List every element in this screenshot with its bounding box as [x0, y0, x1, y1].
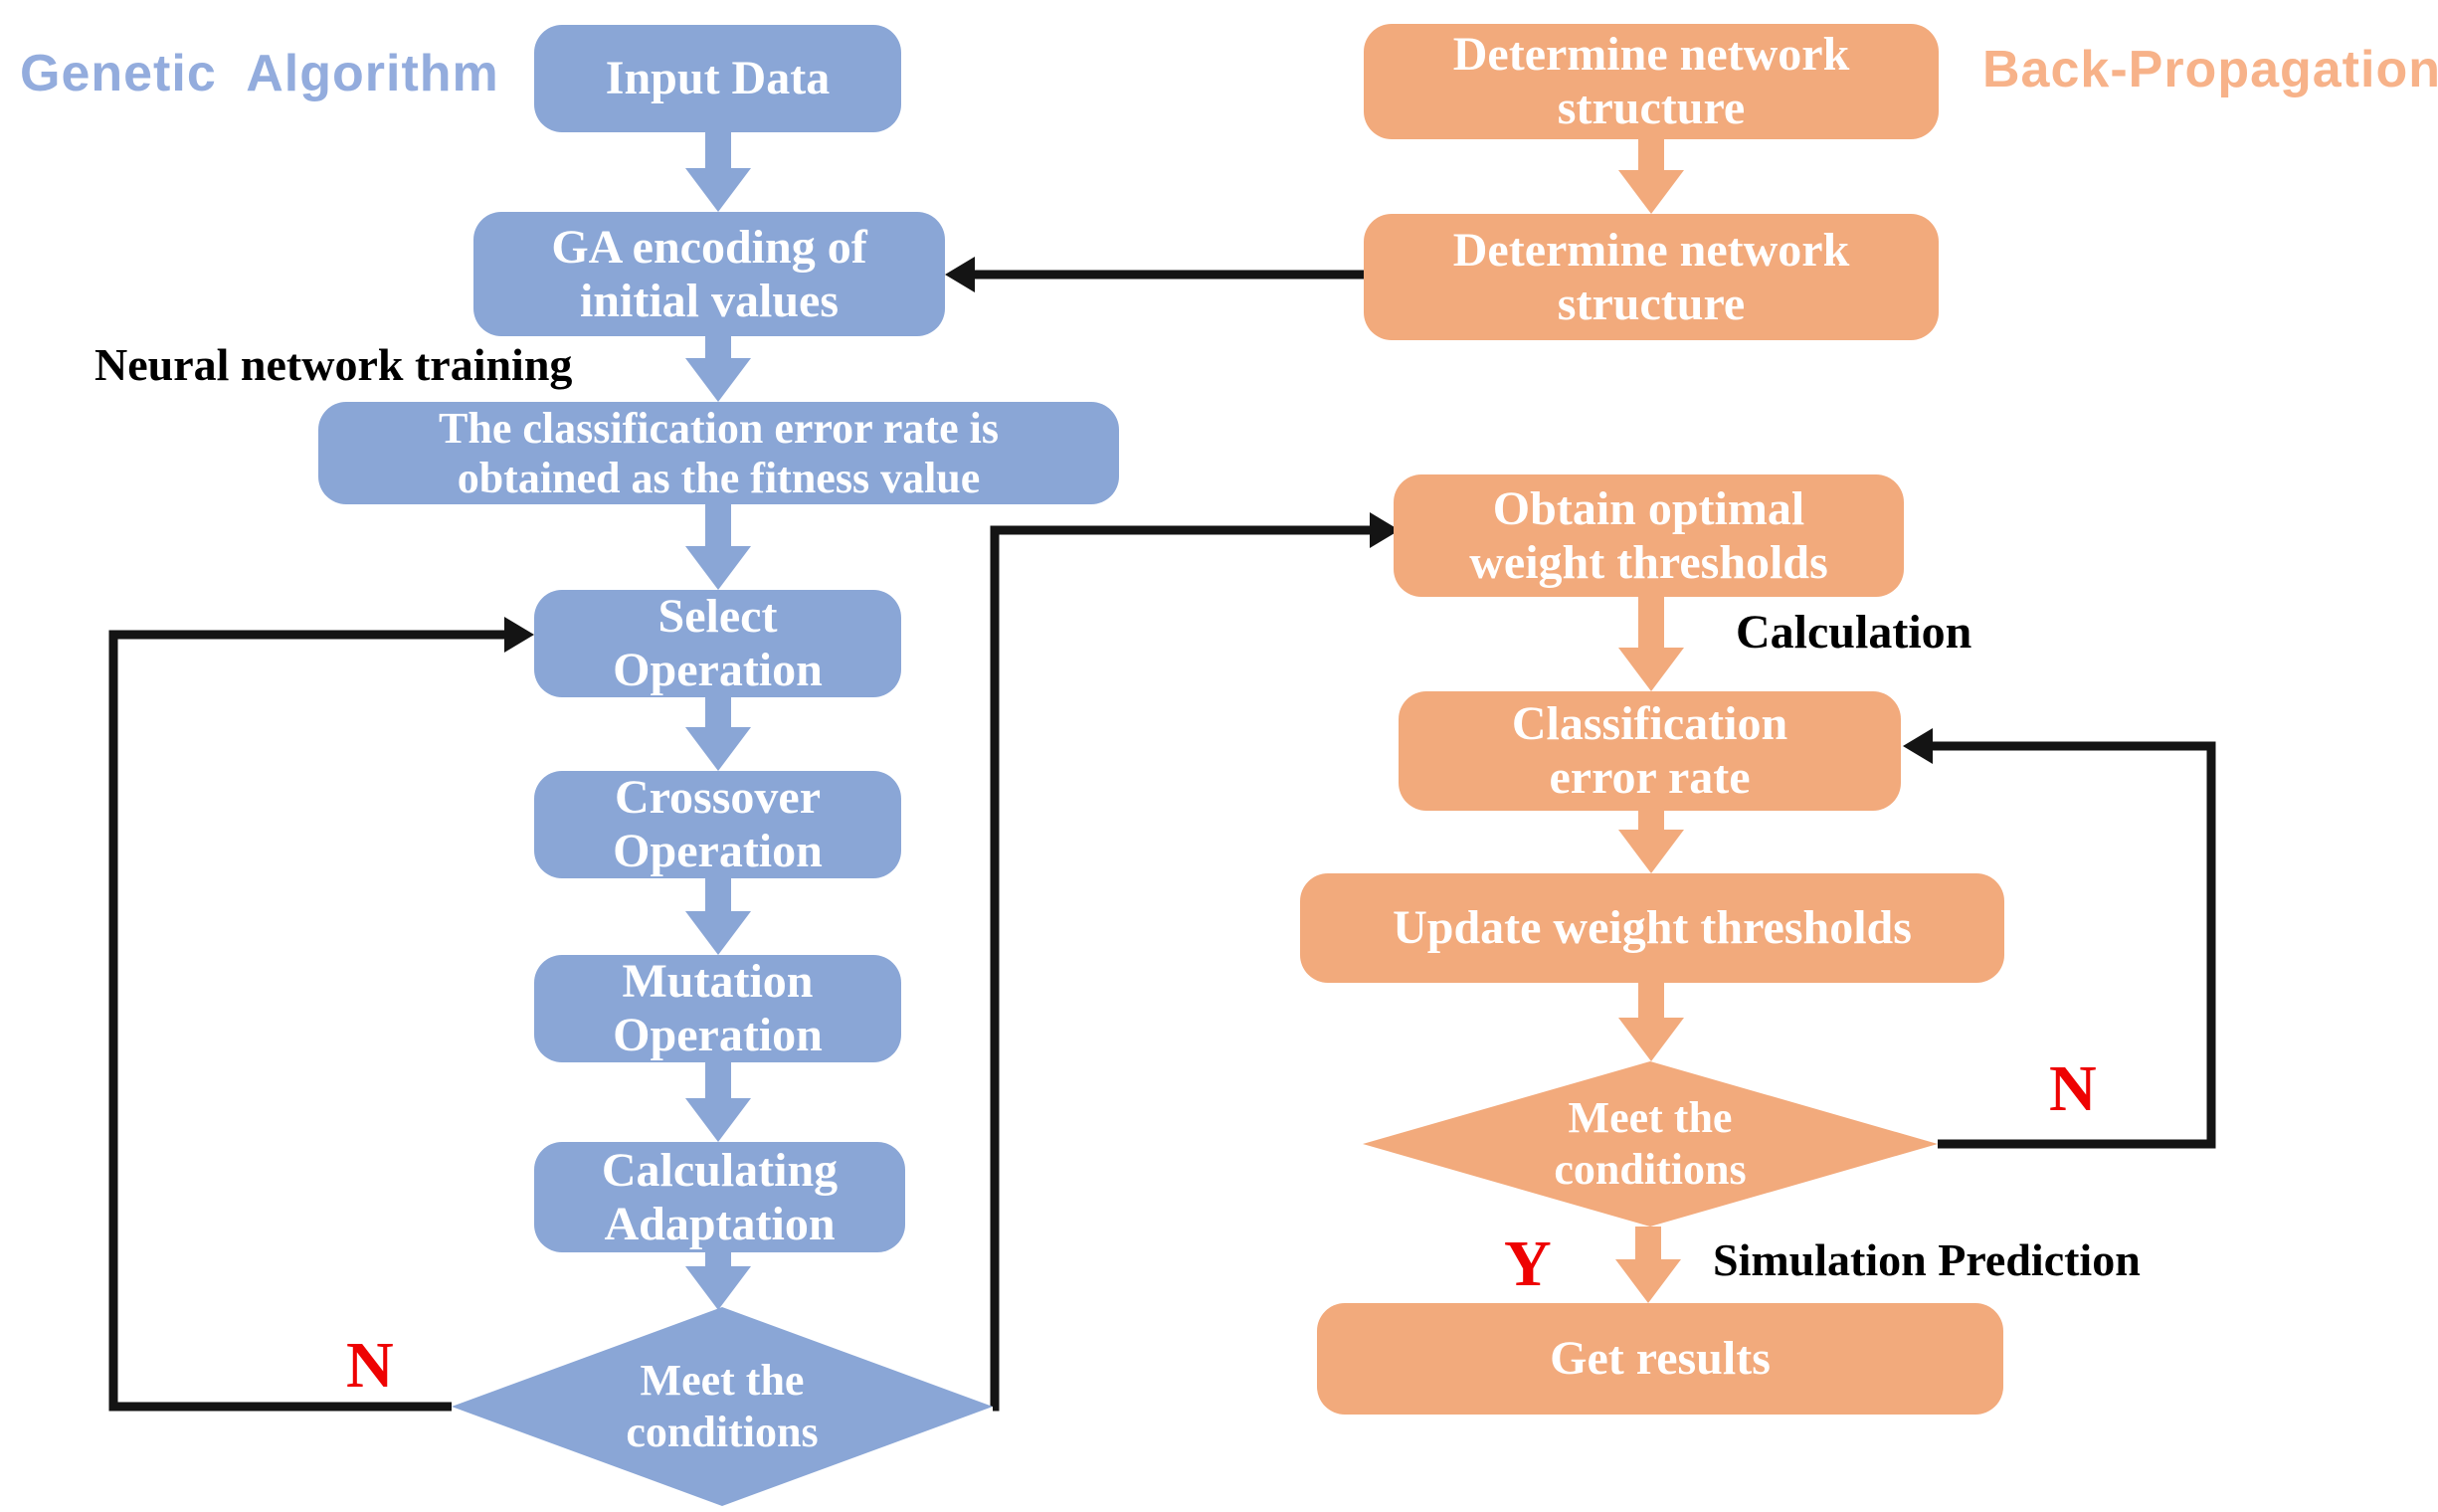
arrow-head [685, 911, 751, 955]
node-determine1-line1: Determine network [1452, 28, 1850, 82]
node-mutation-line2: Operation [613, 1009, 823, 1061]
arrow-shaft [705, 1062, 731, 1098]
node-get-results-label: Get results [1550, 1332, 1771, 1386]
arrow-head [1618, 1018, 1684, 1061]
decision-bp-line1: Meet the [1568, 1093, 1733, 1143]
decision-ga-line1: Meet the [640, 1356, 805, 1406]
node-select-line2: Operation [613, 644, 823, 696]
arrow-shaft [705, 504, 731, 546]
connector-ga-no-loop [108, 630, 506, 1412]
node-calculating-adaptation: Calculating Adaptation [534, 1142, 905, 1252]
arrow-shaft [705, 132, 731, 168]
arrow-head [685, 358, 751, 402]
arrow-shaft [705, 878, 731, 911]
arrow-update-to-decision [1618, 983, 1684, 1061]
node-input-data-label: Input Data [605, 52, 831, 105]
arrow-head [1615, 1259, 1681, 1303]
arrow-shaft [1638, 597, 1664, 648]
arrowhead-ga-to-obtain [1370, 512, 1400, 548]
arrow-head [1618, 830, 1684, 873]
node-ga-encoding-line1: GA encoding of [551, 220, 867, 274]
arrow-obtain-to-classification [1618, 597, 1684, 691]
arrow-shaft [705, 1252, 731, 1266]
node-select-line1: Select [657, 590, 778, 644]
arrow-input-to-encoding [685, 132, 751, 212]
arrowhead-structure-to-encoding [945, 257, 975, 292]
node-adaptation-line1: Calculating [601, 1143, 839, 1197]
ga-column-title: Genetic Algorithm [20, 45, 499, 102]
node-obtain-optimal-weights: Obtain optimal weight thresholds [1394, 474, 1904, 597]
node-fitness-value: The classification error rate is obtaine… [318, 402, 1119, 504]
arrow-head [1618, 170, 1684, 214]
label-calculation: Calculation [1736, 606, 1972, 659]
node-fitness-line2: obtained as the fitness value [457, 453, 981, 502]
node-classerr-line1: Classification [1511, 697, 1788, 751]
arrow-head [685, 546, 751, 590]
node-determine1-line2: structure [1557, 82, 1746, 134]
decision-ga-line2: conditions [626, 1408, 819, 1456]
arrow-head [685, 168, 751, 212]
arrow-classification-to-update [1618, 811, 1684, 873]
node-get-results: Get results [1317, 1303, 2003, 1415]
label-simulation-prediction: Simulation Prediction [1713, 1234, 2141, 1285]
arrow-head [685, 1266, 751, 1310]
node-adaptation-line2: Adaptation [604, 1197, 836, 1250]
node-classerr-line2: error rate [1549, 751, 1751, 804]
arrow-decision-to-results [1615, 1227, 1681, 1303]
arrow-crossover-to-mutation [685, 878, 751, 955]
bp-decision-n-label: N [2049, 1052, 2097, 1125]
arrow-shaft [705, 336, 731, 358]
arrow-head [685, 727, 751, 771]
bp-column-title: Back-Propagation [1982, 41, 2438, 98]
node-mutation-line1: Mutation [622, 955, 814, 1009]
node-determine-structure-2: Determine network structure [1364, 214, 1939, 340]
arrow-mutation-to-adaptation [685, 1062, 751, 1142]
node-crossover-line2: Operation [613, 825, 823, 877]
node-classification-error-rate: Classification error rate [1399, 691, 1901, 811]
node-crossover-line1: Crossover [614, 771, 822, 825]
node-determine2-line2: structure [1557, 277, 1746, 330]
arrow-encoding-to-fitness [685, 336, 751, 402]
connector-ga-to-obtain [990, 525, 1372, 1412]
node-ga-encoding-line2: initial values [579, 274, 840, 327]
arrow-shaft [1635, 1227, 1661, 1259]
decision-bp-line2: conditions [1554, 1145, 1747, 1194]
node-obtain-line1: Obtain optimal [1492, 481, 1805, 535]
label-neural-network-training: Neural network training [94, 339, 573, 390]
node-ga-encoding: GA encoding of initial values [473, 212, 945, 336]
arrow-fitness-to-select [685, 504, 751, 590]
connector-bp-no-loop [1931, 741, 2216, 1149]
node-select-operation: Select Operation [534, 590, 901, 697]
ga-decision-n-label: N [346, 1329, 394, 1402]
node-update-weight-thresholds: Update weight thresholds [1300, 873, 2004, 983]
arrow-head [685, 1098, 751, 1142]
arrow-shaft [705, 697, 731, 727]
node-determine2-line1: Determine network [1452, 223, 1850, 277]
node-determine-structure-1: Determine network structure [1364, 24, 1939, 139]
node-fitness-line1: The classification error rate is [439, 404, 999, 454]
node-update-label: Update weight thresholds [1393, 901, 1912, 955]
arrow-shaft [1638, 139, 1664, 170]
node-obtain-line2: weight thresholds [1469, 535, 1828, 589]
arrow-select-to-crossover [685, 697, 751, 771]
arrow-adaptation-to-decision [685, 1252, 751, 1310]
node-input-data: Input Data [534, 25, 901, 132]
node-crossover-operation: Crossover Operation [534, 771, 901, 878]
arrow-shaft [1638, 811, 1664, 830]
bp-decision-y-label: Y [1504, 1228, 1552, 1300]
arrowhead-ga-no-loop [504, 617, 534, 653]
node-mutation-operation: Mutation Operation [534, 955, 901, 1062]
arrow-head [1618, 648, 1684, 691]
arrow-shaft [1638, 983, 1664, 1018]
arrowhead-bp-no-loop [1903, 728, 1933, 764]
arrow-determine1-to-determine2 [1618, 139, 1684, 214]
